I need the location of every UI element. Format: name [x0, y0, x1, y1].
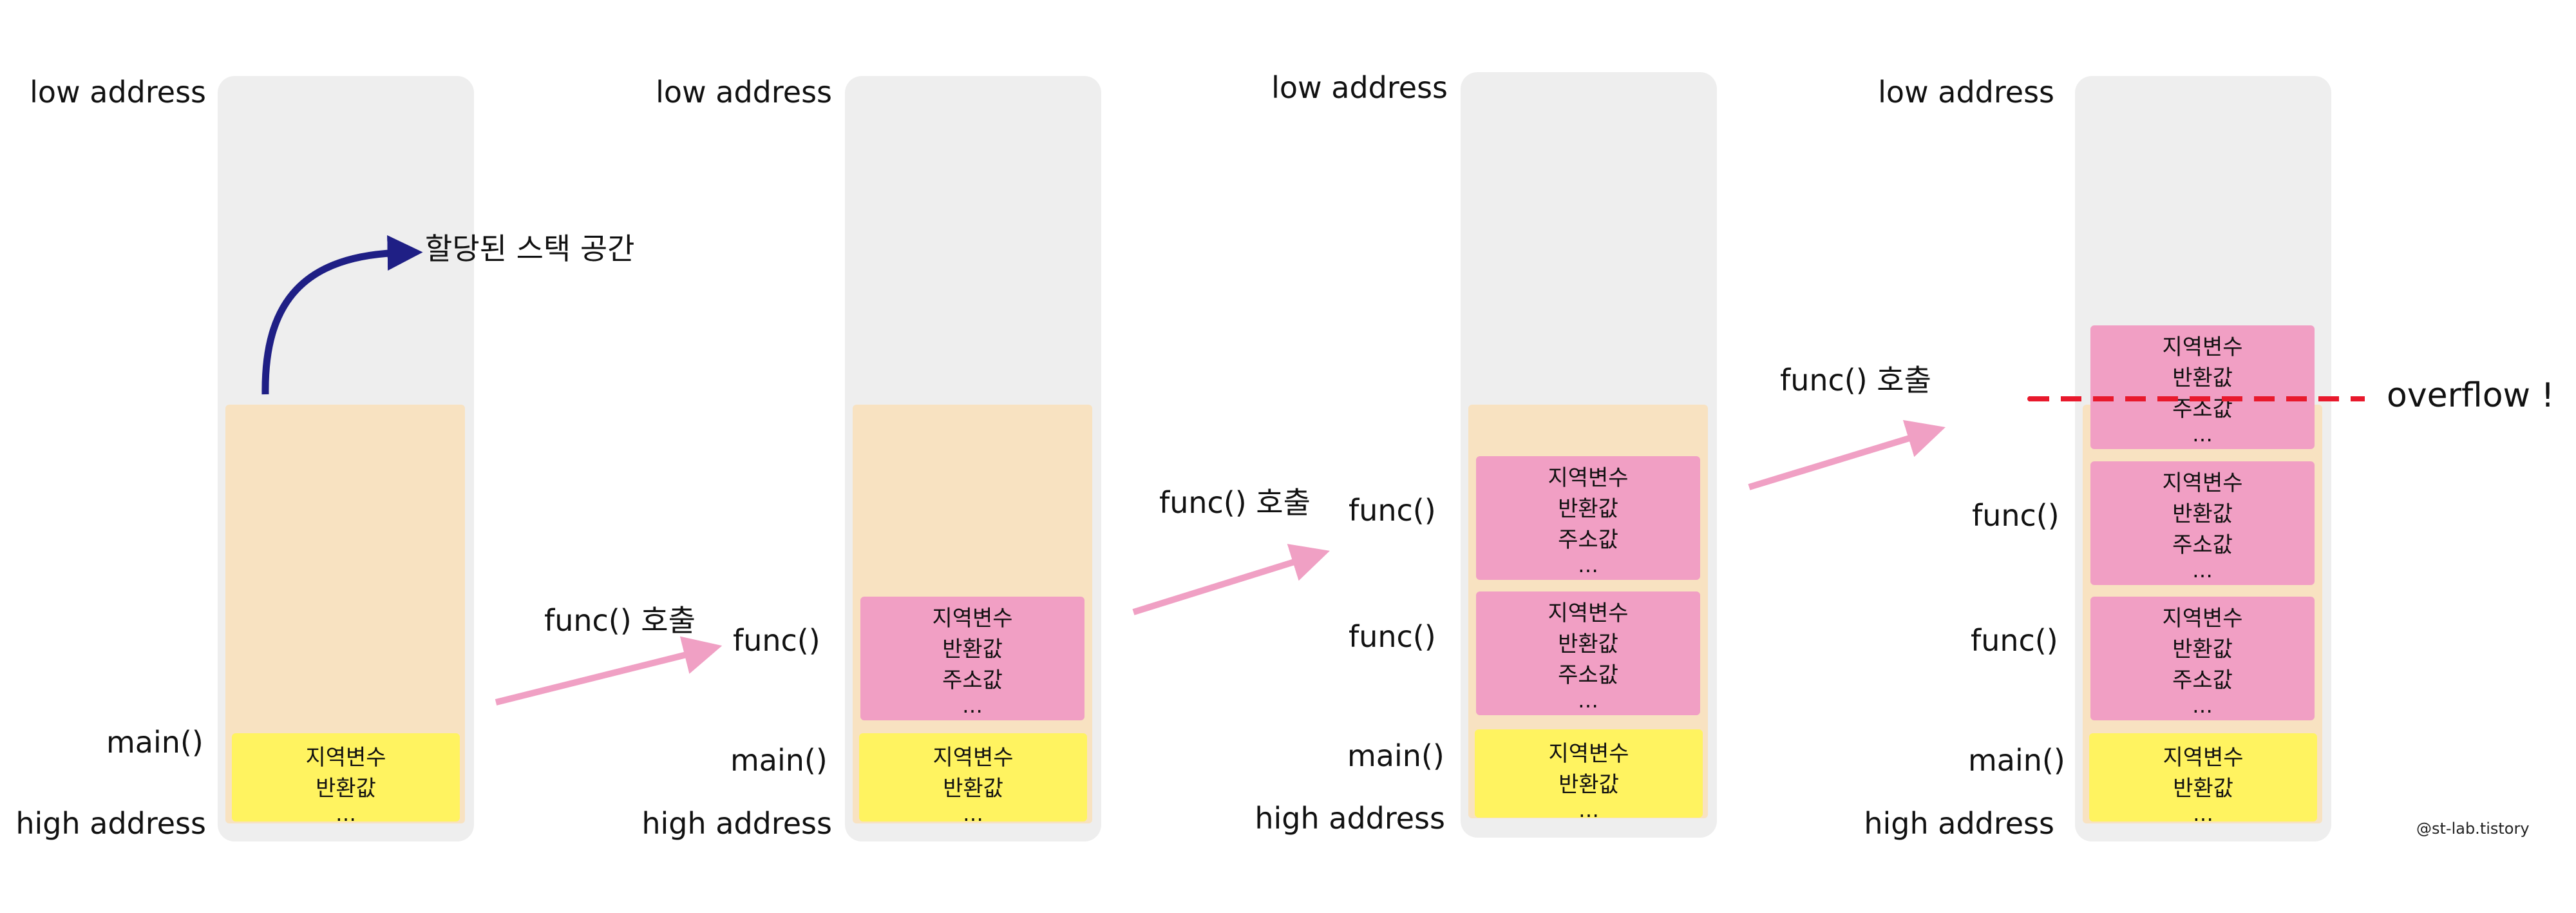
- func-stack-frame: 지역변수 반환값 주소값 …: [1476, 591, 1700, 715]
- frame-line: 주소값: [1558, 662, 1618, 688]
- func-label: func(): [1971, 623, 2058, 658]
- func-label: func(): [1349, 493, 1436, 528]
- low-address-label: low address: [30, 75, 206, 110]
- frame-line: 반환값: [2172, 365, 2233, 391]
- high-address-label: high address: [15, 806, 206, 841]
- frame-line: 지역변수: [2162, 606, 2243, 631]
- frame-line: 반환값: [316, 776, 376, 802]
- frame-line: 지역변수: [933, 745, 1014, 771]
- overflow-label: overflow !: [2387, 376, 2555, 415]
- overflow-line-start-dot: [2027, 396, 2032, 401]
- frame-line: …: [1578, 688, 1598, 713]
- low-address-label: low address: [1878, 75, 2054, 110]
- frame-line: 반환값: [1558, 496, 1618, 522]
- func-call-label: func() 호출: [1159, 485, 1311, 520]
- frame-line: 반환값: [2173, 776, 2233, 802]
- frame-line: 지역변수: [2162, 470, 2243, 496]
- frame-line: …: [1578, 798, 1599, 822]
- frame-line: 지역변수: [1548, 465, 1629, 491]
- frame-line: 주소값: [942, 668, 1003, 693]
- frame-line: …: [2192, 422, 2213, 447]
- frame-line: 지역변수: [932, 606, 1013, 631]
- main-label: main(): [1968, 743, 2065, 778]
- call-arrow: [1748, 419, 1946, 490]
- frame-line: 지역변수: [305, 745, 386, 771]
- frame-line: 반환값: [2172, 637, 2233, 662]
- frame-line: …: [1578, 553, 1598, 577]
- high-address-label: high address: [1255, 801, 1445, 836]
- call-arrow: [495, 636, 723, 706]
- frame-line: 반환값: [1558, 772, 1619, 798]
- allocation-arrow: [261, 235, 423, 395]
- func-stack-frame: 지역변수 반환값 주소값 …: [2090, 597, 2315, 720]
- frame-line: …: [963, 802, 983, 826]
- allocated-space-label: 할당된 스택 공간: [425, 231, 635, 266]
- frame-line: 지역변수: [1548, 741, 1629, 767]
- high-address-label: high address: [641, 806, 832, 841]
- low-address-label: low address: [656, 75, 832, 110]
- frame-line: 반환값: [943, 776, 1003, 802]
- main-stack-frame: 지역변수 반환값 …: [2089, 733, 2317, 826]
- frame-line: 반환값: [1558, 631, 1618, 657]
- watermark: @st-lab.tistory: [2416, 820, 2530, 838]
- func-stack-frame: 지역변수 반환값 주소값 …: [2090, 461, 2315, 585]
- func-stack-frame: 지역변수 반환값 주소값 …: [860, 597, 1084, 720]
- main-label: main(): [1347, 738, 1444, 773]
- frame-line: 지역변수: [2163, 745, 2244, 771]
- frame-line: 반환값: [2172, 501, 2233, 527]
- frame-line: 반환값: [942, 637, 1003, 662]
- frame-line: 주소값: [1558, 527, 1618, 553]
- main-label: main(): [730, 743, 828, 778]
- frame-line: 주소값: [2172, 532, 2233, 558]
- main-stack-frame: 지역변수 반환값 …: [1475, 729, 1703, 822]
- func-stack-frame: 지역변수 반환값 주소값 …: [1476, 456, 1700, 580]
- frame-line: 지역변수: [1548, 601, 1629, 626]
- frame-line: …: [2192, 558, 2213, 582]
- main-stack-frame: 지역변수 반환값 …: [859, 733, 1087, 826]
- frame-line: …: [336, 802, 356, 826]
- frame-line: …: [2192, 693, 2213, 718]
- main-label: main(): [106, 725, 204, 760]
- high-address-label: high address: [1864, 806, 2054, 841]
- func-call-label: func() 호출: [1780, 363, 1931, 398]
- func-call-label: func() 호출: [544, 603, 696, 638]
- func-label: func(): [1349, 619, 1436, 654]
- call-arrow: [1132, 544, 1330, 615]
- frame-line: 주소값: [2172, 668, 2233, 693]
- frame-line: …: [962, 693, 983, 718]
- func-label: func(): [733, 623, 820, 658]
- frame-line: …: [2193, 802, 2213, 826]
- func-label: func(): [1972, 498, 2060, 533]
- main-stack-frame: 지역변수 반환값 …: [232, 733, 460, 826]
- frame-line: 지역변수: [2162, 334, 2243, 360]
- low-address-label: low address: [1271, 70, 1448, 105]
